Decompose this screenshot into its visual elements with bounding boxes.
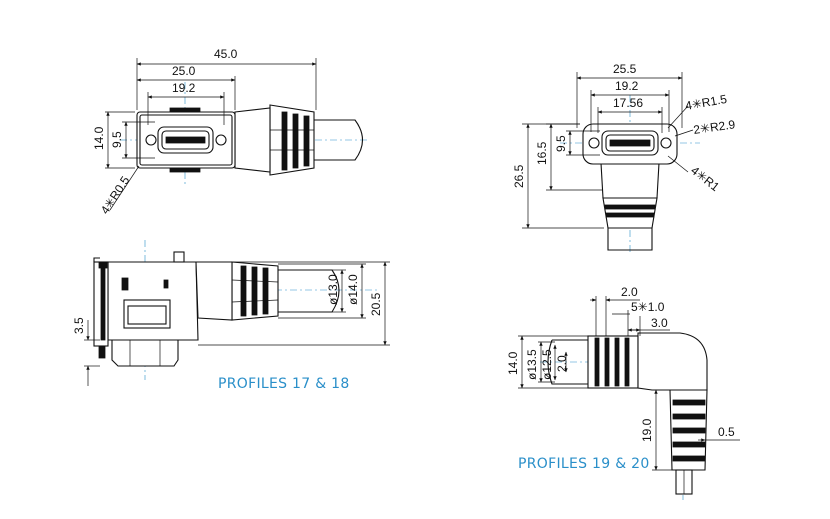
dim-2-0: 2.0: [621, 285, 638, 299]
caption-profiles-17-18: PROFILES 17 & 18: [218, 376, 350, 392]
dim-height-20-5: 20.5: [369, 292, 383, 316]
dim-2-0-vertical: 2.0: [555, 355, 569, 372]
view-top-right: 25.5 19.2 17.56 4✳R1.5 2✳R2.9 4✳R1 26.5 …: [512, 62, 736, 255]
view-side-right: 2.0 5✳1.0 3.0 14.0 ø13.5 ø12.5 2.0 19.0 …: [506, 285, 740, 500]
dim-3-0: 3.0: [651, 316, 668, 330]
dim-body-25: 25.0: [172, 64, 196, 78]
dim-height-14: 14.0: [92, 126, 106, 150]
dim-diameter-13-0: ø13.0: [326, 274, 340, 305]
dim-length-19-0: 19.0: [640, 418, 654, 442]
dim-height-26-5: 26.5: [512, 164, 526, 188]
dim-diameter-14-0: ø14.0: [346, 274, 360, 305]
view-side-left: ø13.0 ø14.0 20.5 3.5 PROFILES 17 & 18: [72, 240, 390, 392]
dim-inner-height-9-5: 9.5: [110, 131, 124, 148]
dim-opening-19-2: 19.2: [172, 81, 196, 95]
caption-profiles-19-20: PROFILES 19 & 20: [518, 456, 650, 472]
dim-gap-0-5: 0.5: [718, 425, 735, 439]
dim-radius-r0-5: 4✳R0.5: [98, 173, 133, 216]
dim-height-16-5: 16.5: [535, 141, 549, 165]
dim-inner-height-9-5: 9.5: [554, 135, 568, 152]
dim-pin-3-5: 3.5: [72, 317, 86, 334]
dim-diameter-13-5: ø13.5: [525, 349, 539, 380]
dim-overall-45: 45.0: [214, 47, 238, 61]
dim-radius-r1: 4✳R1: [688, 163, 722, 194]
dim-opening-19-2: 19.2: [615, 79, 639, 93]
dim-height-14-0: 14.0: [506, 351, 520, 375]
dim-5x1-0: 5✳1.0: [631, 300, 665, 314]
dim-inner-17-56: 17.56: [613, 96, 643, 110]
dim-width-25-5: 25.5: [613, 62, 637, 76]
dim-radius-r1-5: 4✳R1.5: [684, 92, 728, 113]
dim-diameter-12-5: ø12.5: [540, 349, 554, 380]
dim-radius-r2-9: 2✳R2.9: [692, 117, 736, 137]
view-top-left: 45.0 25.0 19.2 14.0 9.5 4✳R0.5: [92, 47, 370, 217]
